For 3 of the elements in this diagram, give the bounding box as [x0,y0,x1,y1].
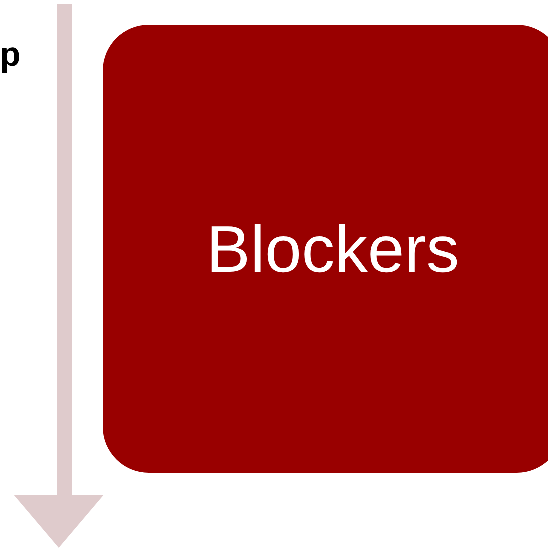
text-fragment: p [0,38,21,72]
box-title: Blockers [206,216,460,282]
rounded-box [103,25,548,473]
